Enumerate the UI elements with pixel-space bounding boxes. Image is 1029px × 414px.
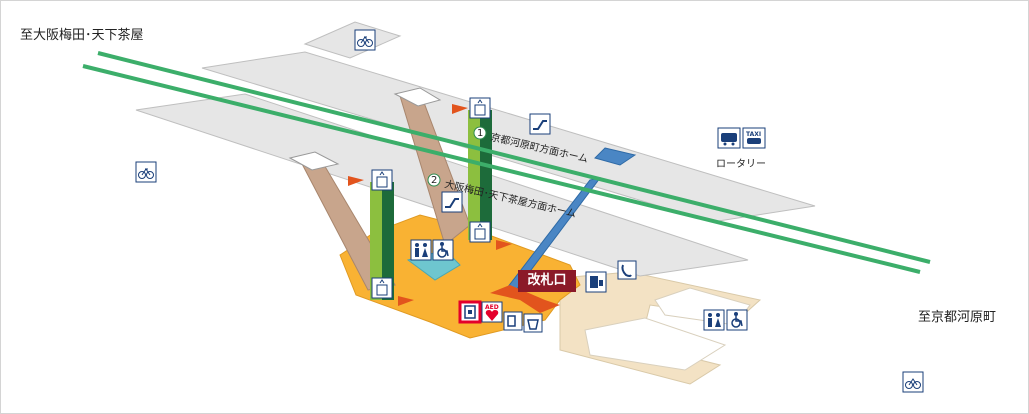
escalator-icon <box>441 191 463 213</box>
elevator-icon <box>469 221 491 243</box>
stair-opening <box>393 87 442 107</box>
elevator-shaft <box>480 110 492 240</box>
plaza-white-block <box>584 317 727 371</box>
wheelchair-icon <box>726 309 748 331</box>
stair-opening <box>288 151 340 171</box>
elevator-shaft <box>468 110 480 240</box>
platform2-number-circle <box>427 173 441 187</box>
bicycle-parking-icon <box>354 29 376 51</box>
restroom-icon <box>703 309 725 331</box>
bus-icon <box>717 127 741 149</box>
platform1-number: 1 <box>477 128 483 139</box>
platform-kyoto-bound <box>201 51 816 223</box>
ticket-machine-icon <box>503 311 523 331</box>
platform2-number: 2 <box>431 175 437 186</box>
direction-label-kyoto: 至京都河原町 <box>918 310 997 325</box>
elevator-arrow <box>348 176 364 186</box>
elevator-icon <box>469 97 491 119</box>
rental-bicycle-icon <box>902 371 924 393</box>
restroom-icon <box>410 239 432 261</box>
rotary-label: ロータリー <box>716 159 766 170</box>
elevator-shaft <box>382 182 394 300</box>
ticket-machine-icon <box>585 271 607 293</box>
taxi-icon: TAXI <box>742 127 766 149</box>
elevator-arrow <box>496 240 512 250</box>
bicycle-parking-icon <box>135 161 157 183</box>
ticket-gate-label: 改札口 <box>518 270 576 292</box>
track-line <box>82 64 921 274</box>
track-line <box>97 51 931 264</box>
elevator-icon <box>371 277 393 299</box>
wheelchair-icon <box>432 239 454 261</box>
escalator-icon <box>529 113 551 135</box>
escalator <box>594 147 637 166</box>
direction-label-osaka: 至大阪梅田･天下茶屋 <box>20 28 144 43</box>
telephone-icon <box>617 260 637 280</box>
taxi-text: TAXI <box>746 131 761 138</box>
shop-icon <box>523 313 543 333</box>
elevator-shaft <box>370 182 382 300</box>
aed-icon: AED <box>481 301 503 323</box>
gate-arrow <box>490 285 560 313</box>
elevator-arrow <box>452 104 468 114</box>
coin-locker-icon <box>458 300 482 324</box>
elevator-icon <box>371 169 393 191</box>
bicycle-block <box>303 21 402 59</box>
concourse-floor <box>339 214 581 339</box>
aed-text: AED <box>485 304 499 311</box>
elevator-arrow <box>398 296 414 306</box>
platform1-number-circle <box>473 126 487 140</box>
